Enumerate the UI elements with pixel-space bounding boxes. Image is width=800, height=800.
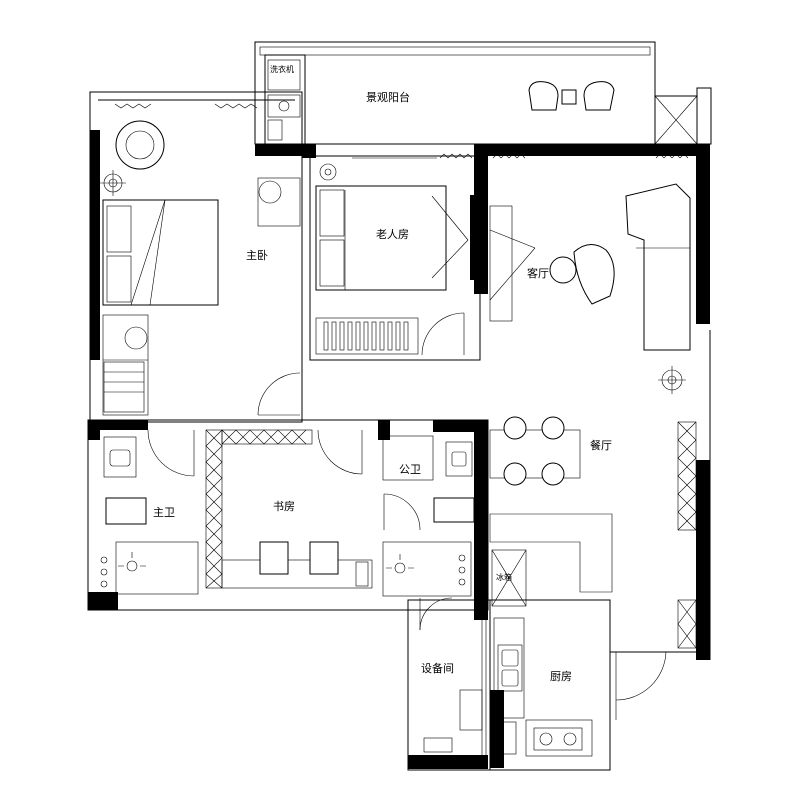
walls: [87, 87, 712, 771]
label-laundry: 洗衣机: [270, 64, 294, 74]
dining-table-icon: [489, 429, 581, 479]
elder-light-icon: [319, 163, 337, 181]
stove-icon: [533, 727, 583, 751]
label-fridge: 冰箱: [496, 572, 512, 582]
side-table-icon: [561, 89, 577, 105]
study-chair-left-icon: [259, 541, 289, 575]
equipment-fixtures: [419, 597, 487, 755]
bedroom-door-icon: [257, 372, 301, 416]
public-tub-icon: [433, 497, 475, 523]
kitchen-sink-icon: [497, 644, 523, 692]
living-furniture: [489, 153, 691, 394]
armchair-icon: [115, 120, 165, 170]
chair-right-icon: [583, 81, 615, 111]
coffee-table-icon: [549, 256, 577, 284]
bed-icon: [102, 199, 219, 306]
entry-door-icon: [615, 651, 667, 701]
public-shower-icon: [394, 562, 406, 574]
label-master-bath: 主卫: [153, 506, 175, 519]
bookshelf-icon: [205, 429, 223, 589]
public-bath-door-icon: [383, 493, 421, 531]
master-bath-fixtures: [100, 429, 199, 595]
balcony-area: [254, 41, 698, 145]
fridge-icon: [491, 549, 527, 607]
label-study: 书房: [273, 500, 295, 513]
equipment-door-icon: [419, 597, 453, 631]
study-furniture: [205, 429, 373, 589]
master-bath-door-icon: [147, 429, 195, 477]
label-elder-room: 老人房: [376, 228, 409, 241]
chair-left-icon: [528, 81, 559, 111]
label-equipment: 设备间: [421, 661, 454, 675]
elder-door-icon: [421, 312, 465, 356]
sofa-icon: [625, 183, 691, 351]
tv-cabinet-icon: [489, 205, 513, 322]
elder-room-furniture: [315, 153, 475, 356]
elder-bed-icon: [315, 185, 447, 291]
master-bedroom-furniture: [100, 103, 301, 416]
label-kitchen: 厨房: [550, 670, 572, 683]
label-living: 客厅: [527, 266, 549, 280]
room-labels: 景观阳台 主卧 老人房 客厅 餐厅 主卫 书房 公卫 设备间 厨房 洗衣机 冰箱: [153, 64, 612, 683]
label-public-bath: 公卫: [399, 463, 421, 476]
study-door-icon: [317, 429, 363, 475]
label-balcony: 景观阳台: [366, 90, 410, 104]
bathtub-icon: [105, 497, 147, 525]
public-bath-fixtures: [382, 435, 475, 597]
public-basin-icon: [445, 441, 473, 477]
island-counter-icon: [489, 513, 613, 593]
label-dining: 餐厅: [590, 438, 612, 452]
label-master-bedroom: 主卧: [246, 249, 268, 262]
wardrobe-hangers-icon: [323, 321, 409, 351]
basin-icon: [109, 449, 131, 467]
lounge-chair-icon: [573, 244, 615, 305]
tall-cabinet-icon: [677, 421, 697, 531]
study-desk-icon: [221, 559, 373, 589]
dining-furniture: [489, 416, 697, 720]
shower-icon: [126, 560, 138, 572]
kitchen-fixtures: [491, 549, 593, 757]
study-chair-right-icon: [309, 541, 339, 575]
